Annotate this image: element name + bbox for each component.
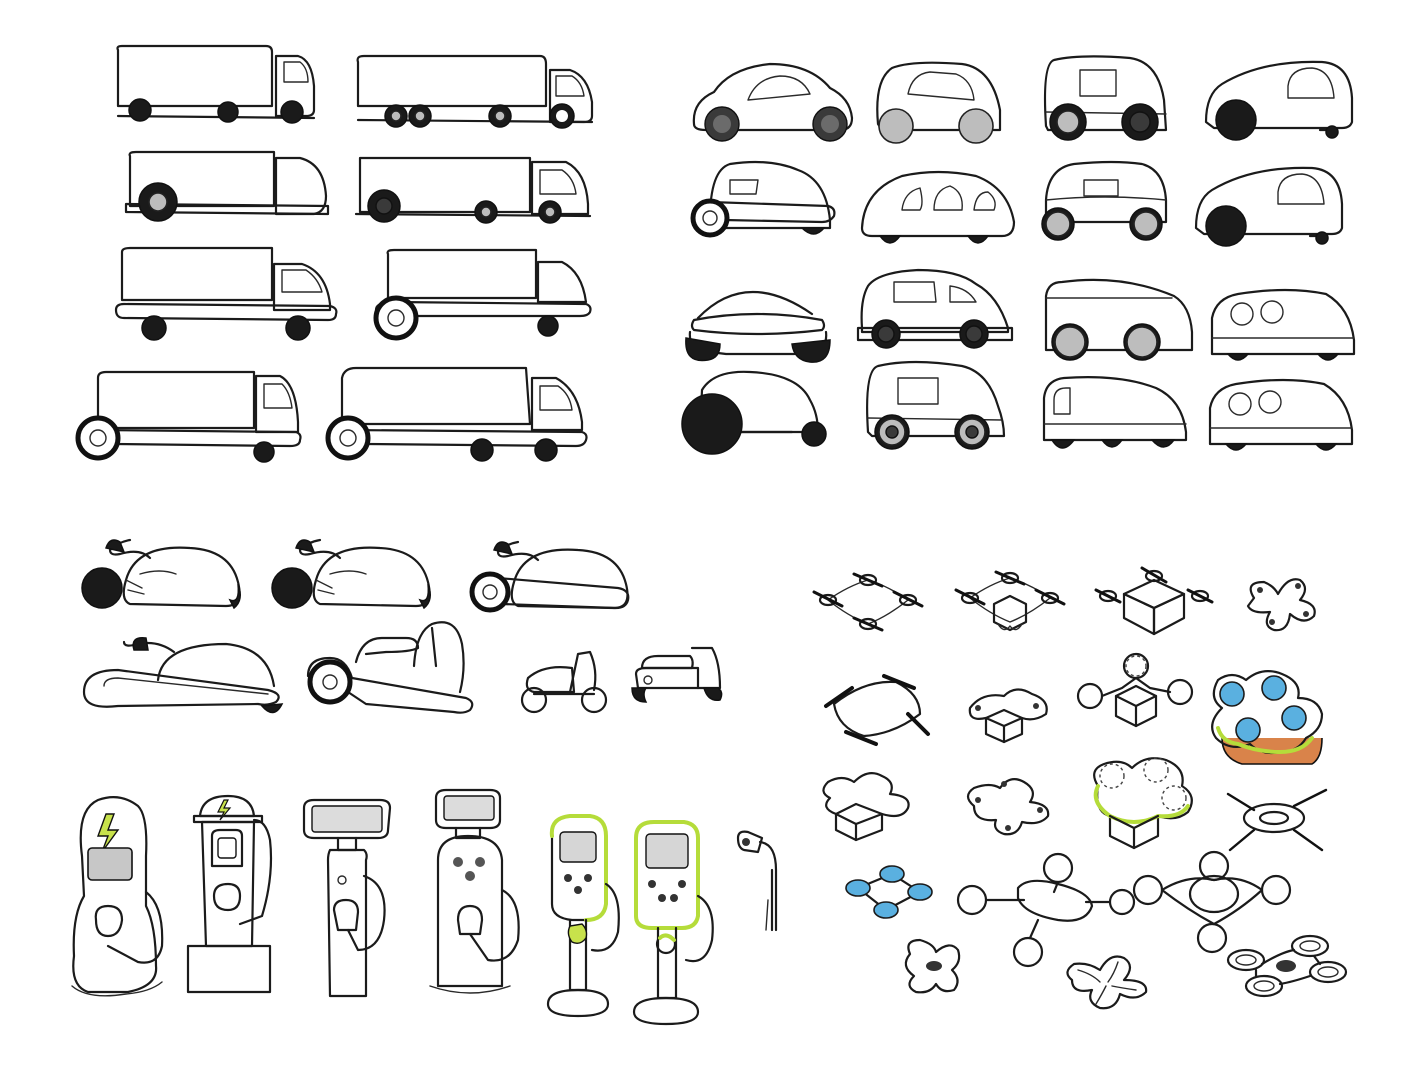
charging-station-sketch (546, 814, 621, 1018)
scooter-sketches (80, 538, 723, 714)
drone-sketch (968, 688, 1048, 744)
drone-sketch (1226, 788, 1328, 852)
long-truck-sketch (78, 372, 301, 462)
car-sketch (1194, 166, 1344, 248)
drone-sketch (824, 674, 930, 746)
truck-sketch (116, 44, 316, 125)
drone-sketch (1076, 652, 1194, 728)
car-sketch (1040, 160, 1168, 242)
hub-truck-sketch (376, 250, 591, 338)
car-sketch (1208, 378, 1354, 452)
charging-station-sketch (632, 820, 715, 1026)
car-sketch (876, 61, 1002, 145)
drone-sketch (904, 938, 961, 994)
car-sketch (1204, 60, 1354, 142)
car-sketch (1043, 55, 1168, 142)
scooter-sketch (82, 636, 284, 714)
scooter-sketch (630, 646, 723, 704)
long-truck-sketch (328, 368, 587, 461)
scooter-sketch (472, 542, 628, 610)
truck-sketch (356, 54, 594, 130)
car-sketch (866, 360, 1006, 451)
drone-sketch (954, 570, 1066, 632)
scooter-sketch (520, 650, 608, 714)
drone-sketches (812, 566, 1348, 1010)
drone-sketch (1066, 955, 1148, 1010)
car-sketches (680, 55, 1356, 456)
drone-sketch (1132, 850, 1292, 954)
drone-sketch (822, 771, 910, 842)
charging-plug-sketch (736, 830, 778, 932)
car-sketch (1210, 288, 1356, 362)
charging-station-sketches (70, 788, 778, 1026)
charging-station-sketch (70, 795, 164, 997)
car-sketch (856, 268, 1014, 350)
car-sketch (693, 162, 834, 235)
car-sketch (680, 370, 828, 456)
drone-sketch (844, 864, 934, 920)
box-truck-sketch (114, 246, 338, 342)
drone-sketch (1226, 934, 1348, 998)
car-sketch (1042, 376, 1188, 450)
drone-sketch (956, 852, 1136, 968)
car-sketch (860, 170, 1016, 245)
car-sketch (1044, 278, 1194, 362)
charging-station-sketch (186, 794, 273, 994)
drone-sketch (1210, 669, 1324, 766)
charging-station-sketch (302, 798, 392, 998)
drone-sketch (1094, 566, 1214, 636)
scooter-sketch (270, 538, 432, 610)
car-sketch (692, 62, 854, 143)
drone-sketch (1246, 578, 1316, 632)
truck-sketches (78, 44, 594, 462)
scooter-sketch (80, 538, 242, 610)
car-sketch (684, 290, 832, 364)
drone-sketch (812, 572, 924, 632)
drone-sketch (966, 777, 1050, 836)
van-sketch (354, 156, 592, 225)
charging-station-sketch (428, 788, 520, 995)
drone-sketch (1092, 756, 1194, 850)
van-sketch (124, 150, 330, 223)
scooter-sketch (308, 622, 472, 712)
